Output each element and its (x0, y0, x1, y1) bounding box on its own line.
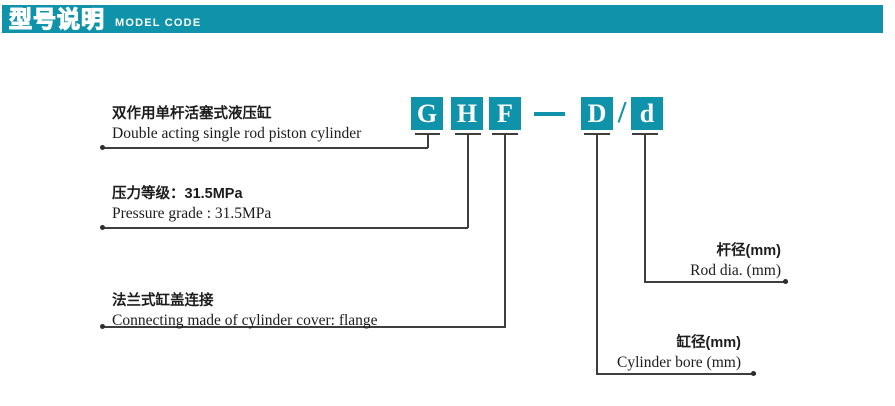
label-cylinder-bore-en: Cylinder bore (mm) (617, 354, 741, 371)
label-cylinder-type-zh: 双作用单杆活塞式液压缸 (112, 106, 272, 122)
tick-under-D (584, 133, 610, 135)
connector-vertical-g (427, 134, 429, 148)
tick-under-g (415, 133, 440, 135)
line-end-dot-cylinder-type (100, 145, 105, 150)
label-pressure-grade-zh: 压力等级：31.5MPa (112, 186, 243, 202)
line-end-dot-rod-dia (783, 278, 788, 284)
label-cylinder-bore: 缸径(mm) Cylinder bore (mm) (617, 333, 741, 373)
code-box-bore-D: D (581, 97, 613, 130)
label-cover-connection-en: Connecting made of cylinder cover: flang… (112, 312, 378, 329)
code-box-rod-d: d (631, 97, 663, 130)
label-rod-dia-zh: 杆径(mm) (716, 243, 781, 259)
label-rod-dia-en: Rod dia. (mm) (690, 262, 781, 279)
label-cylinder-type: 双作用单杆活塞式液压缸 Double acting single rod pis… (112, 104, 361, 144)
connector-vertical-d (644, 134, 646, 282)
line-end-dot-pressure-grade (100, 225, 105, 230)
tick-under-h (455, 133, 481, 135)
connector-vertical-f (504, 134, 506, 327)
section-header-bar: 型号说明 MODEL CODE (2, 5, 883, 33)
slash-separator: / (617, 94, 627, 129)
line-end-dot-cylinder-bore (751, 370, 756, 376)
connector-horizontal-cylinder-type (102, 146, 428, 149)
section-title-zh: 型号说明 (8, 5, 105, 32)
line-end-dot-cover-connection (100, 324, 105, 329)
connector-horizontal-pressure-grade (102, 226, 468, 229)
label-cover-connection-zh: 法兰式缸盖连接 (112, 293, 214, 309)
label-pressure-grade-en: Pressure grade : 31.5MPa (112, 205, 272, 222)
label-cylinder-bore-zh: 缸径(mm) (676, 335, 741, 351)
label-rod-dia: 杆径(mm) Rod dia. (mm) (690, 241, 781, 281)
section-title-en: MODEL CODE (115, 17, 202, 29)
connector-vertical-h (467, 134, 469, 228)
connector-vertical-D (596, 134, 598, 374)
connector-horizontal-cylinder-bore (596, 372, 756, 375)
connector-horizontal-rod-dia (644, 280, 788, 283)
connector-horizontal-cover-connection (102, 325, 506, 328)
code-box-pressure-h: H (451, 97, 483, 130)
code-box-flange-f: F (489, 97, 521, 130)
tick-under-d (632, 133, 658, 135)
label-cover-connection: 法兰式缸盖连接 Connecting made of cylinder cove… (112, 291, 378, 331)
label-cylinder-type-en: Double acting single rod piston cylinder (112, 125, 362, 142)
code-box-series-g: G (411, 97, 443, 130)
tick-under-f (492, 133, 518, 135)
dash-separator (534, 112, 565, 116)
label-pressure-grade: 压力等级：31.5MPa Pressure grade : 31.5MPa (112, 184, 271, 224)
